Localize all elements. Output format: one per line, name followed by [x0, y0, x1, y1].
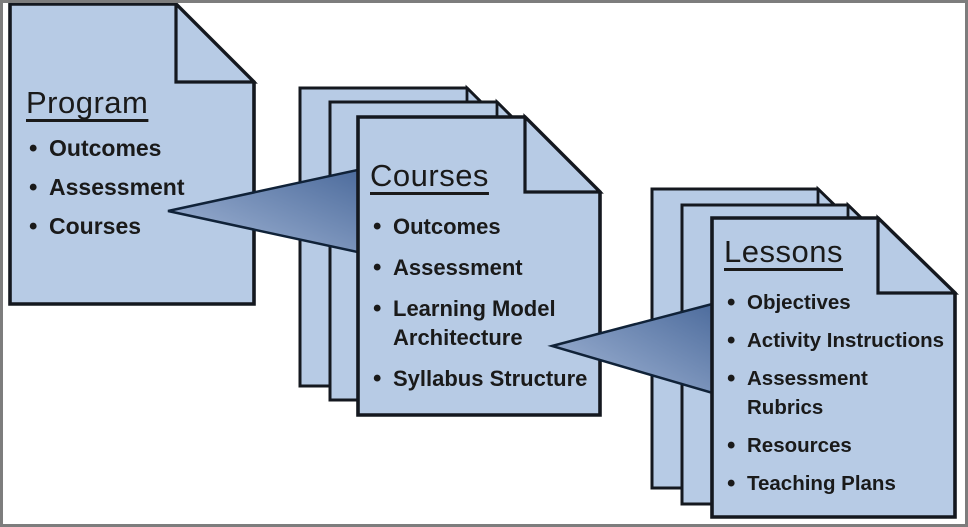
list-item: • Teaching Plans — [722, 469, 950, 498]
bullet-icon: • — [727, 289, 736, 316]
list-item-label: Teaching Plans — [747, 472, 896, 495]
list-item-label: Courses — [49, 213, 142, 239]
bullet-icon: • — [373, 365, 382, 392]
list-item: • Activity Instructions — [722, 326, 950, 355]
bullet-icon: • — [29, 135, 38, 162]
bullet-icon: • — [727, 470, 736, 497]
courses-item-list: • Outcomes • Assessment • Learning Model… — [368, 212, 600, 393]
lessons-content: Lessons • Objectives • Activity Instruct… — [722, 234, 950, 507]
list-item-label: Resources — [747, 434, 852, 457]
bullet-icon: • — [727, 327, 736, 354]
bullet-icon: • — [373, 295, 382, 322]
lessons-document — [710, 214, 959, 519]
list-item: • Assessment Rubrics — [722, 364, 950, 422]
list-item-label: Syllabus Structure — [393, 366, 588, 391]
list-item: • Outcomes — [24, 134, 254, 163]
list-item: • Outcomes — [368, 212, 600, 241]
bullet-icon: • — [29, 213, 38, 240]
program-folded-corner — [174, 0, 258, 84]
list-item-label: Activity Instructions — [747, 329, 945, 352]
bullet-icon: • — [29, 174, 38, 201]
list-item-label: Outcomes — [49, 135, 162, 161]
bullet-icon: • — [727, 432, 736, 459]
list-item-label: Assessment Rubrics — [747, 367, 868, 419]
list-item: • Learning Model Architecture — [368, 294, 600, 352]
list-item-label: Outcomes — [393, 214, 501, 239]
list-item: • Assessment — [24, 173, 254, 202]
courses-document — [356, 113, 604, 417]
bullet-icon: • — [727, 365, 736, 392]
list-item: • Assessment — [368, 253, 600, 282]
list-item: • Courses — [24, 212, 254, 241]
list-item: • Syllabus Structure — [368, 364, 600, 393]
program-item-list: • Outcomes • Assessment • Courses — [24, 134, 254, 241]
program-content: Program • Outcomes • Assessment • Course… — [24, 85, 254, 251]
lessons-folded-corner — [876, 214, 959, 295]
list-item: • Resources — [722, 431, 950, 460]
bullet-icon: • — [373, 254, 382, 281]
list-item-label: Assessment — [393, 255, 523, 280]
courses-title: Courses — [370, 158, 489, 193]
courses-folded-corner — [523, 113, 604, 194]
lessons-title: Lessons — [724, 234, 843, 269]
list-item: • Objectives — [722, 288, 950, 317]
courses-content: Courses • Outcomes • Assessment • Learni… — [368, 158, 600, 405]
list-item-label: Learning Model Architecture — [393, 296, 556, 350]
program-title: Program — [26, 85, 149, 120]
lessons-item-list: • Objectives • Activity Instructions • A… — [722, 288, 950, 498]
list-item-label: Objectives — [747, 291, 851, 314]
bullet-icon: • — [373, 213, 382, 240]
list-item-label: Assessment — [49, 174, 185, 200]
